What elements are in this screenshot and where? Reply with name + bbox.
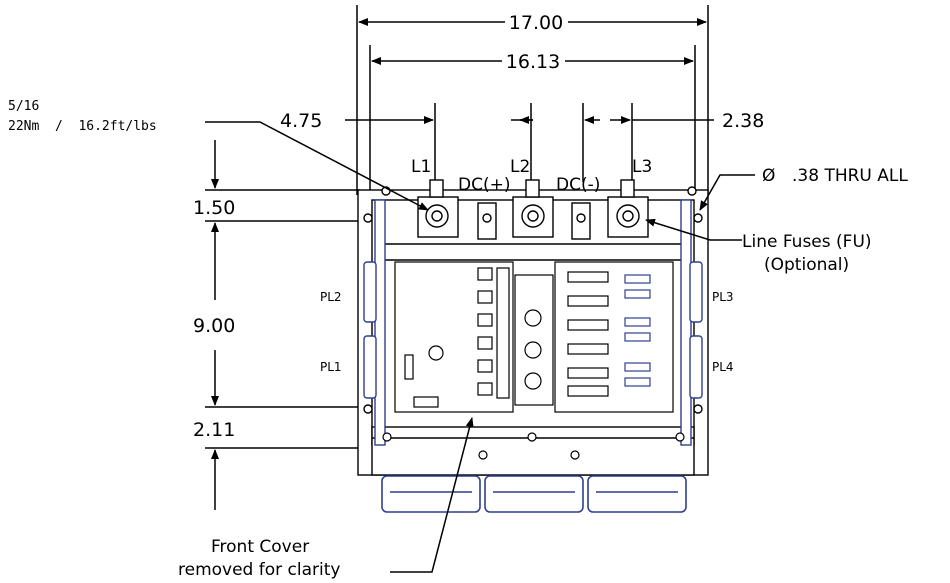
- leader-lines: [205, 121, 755, 573]
- bottom-strip-holes: [382, 432, 685, 460]
- terminal-spacing-dim: 4.75: [280, 110, 322, 132]
- torque-value: 22Nm / 16.2ft/lbs: [8, 119, 157, 134]
- front-cover-line2: removed for clarity: [178, 560, 340, 580]
- terminal-l1-label: L1: [411, 157, 431, 177]
- top-offset-dim: 1.50: [193, 197, 235, 219]
- fuse-label-line2: (Optional): [764, 255, 849, 275]
- front-cover-line1: Front Cover: [211, 537, 309, 557]
- plug-pl1-label: PL1: [320, 360, 342, 374]
- terminal-blocks: [417, 179, 649, 240]
- dc-positive-label: DC(+): [458, 175, 510, 195]
- terminal-l2-label: L2: [510, 157, 530, 177]
- terminal-l3-label: L3: [632, 157, 652, 177]
- side-connectors: [363, 261, 703, 399]
- hole-diameter-symbol: Ø: [762, 166, 775, 186]
- capacitors: [514, 274, 554, 406]
- hole-callout-text: .38 THRU ALL: [792, 166, 908, 186]
- plug-pl3-label: PL3: [712, 290, 734, 304]
- control-board: [394, 261, 514, 413]
- hole-spacing-dim: 9.00: [193, 315, 235, 337]
- torque-size: 5/16: [8, 99, 39, 114]
- dimension-lines: [205, 5, 714, 510]
- mount-width-dim: 16.13: [506, 51, 560, 73]
- power-board: [554, 261, 674, 413]
- fuse-label-line1: Line Fuses (FU): [742, 232, 872, 252]
- dc-negative-label: DC(-): [556, 175, 600, 195]
- plug-pl4-label: PL4: [712, 360, 734, 374]
- status-leds: [624, 274, 651, 387]
- plug-pl2-label: PL2: [320, 290, 342, 304]
- edge-offset-dim: 2.38: [722, 110, 764, 132]
- cooling-fans: [381, 475, 687, 513]
- overall-width-dim: 17.00: [509, 12, 563, 34]
- bottom-offset-dim: 2.11: [193, 419, 235, 441]
